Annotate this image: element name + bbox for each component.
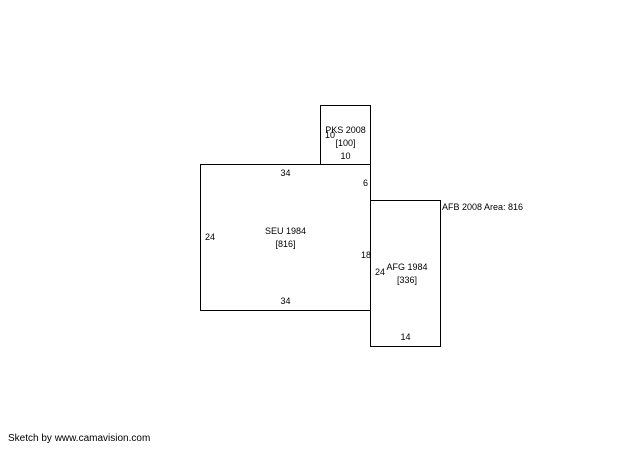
section-pks-dim-left: 10 (325, 130, 336, 140)
section-afg-dim-bottom: 14 (400, 332, 411, 342)
section-seu-dim-left: 24 (205, 232, 216, 242)
section-pks-code: PKS 2008 (325, 125, 366, 135)
section-seu-dim-right-lower: 18 (361, 250, 372, 260)
section-seu-dim-right-upper: 6 (363, 178, 369, 188)
area-note: AFB 2008 Area: 816 (442, 202, 524, 212)
section-pks-dim-bottom: 10 (340, 151, 351, 161)
section-seu-dim-top: 34 (280, 168, 291, 178)
section-pks (320, 105, 371, 165)
section-afg-area: [336] (396, 275, 418, 285)
section-afg-code: AFG 1984 (386, 262, 428, 272)
section-seu-dim-bottom: 34 (280, 296, 291, 306)
section-seu (200, 164, 371, 311)
sketch-credit: Sketch by www.camavision.com (8, 433, 151, 444)
section-seu-code: SEU 1984 (264, 226, 307, 236)
section-pks-area: [100] (335, 138, 356, 148)
section-afg-dim-left: 24 (375, 267, 386, 277)
section-seu-area: [816] (275, 239, 296, 249)
section-afg (370, 200, 441, 347)
